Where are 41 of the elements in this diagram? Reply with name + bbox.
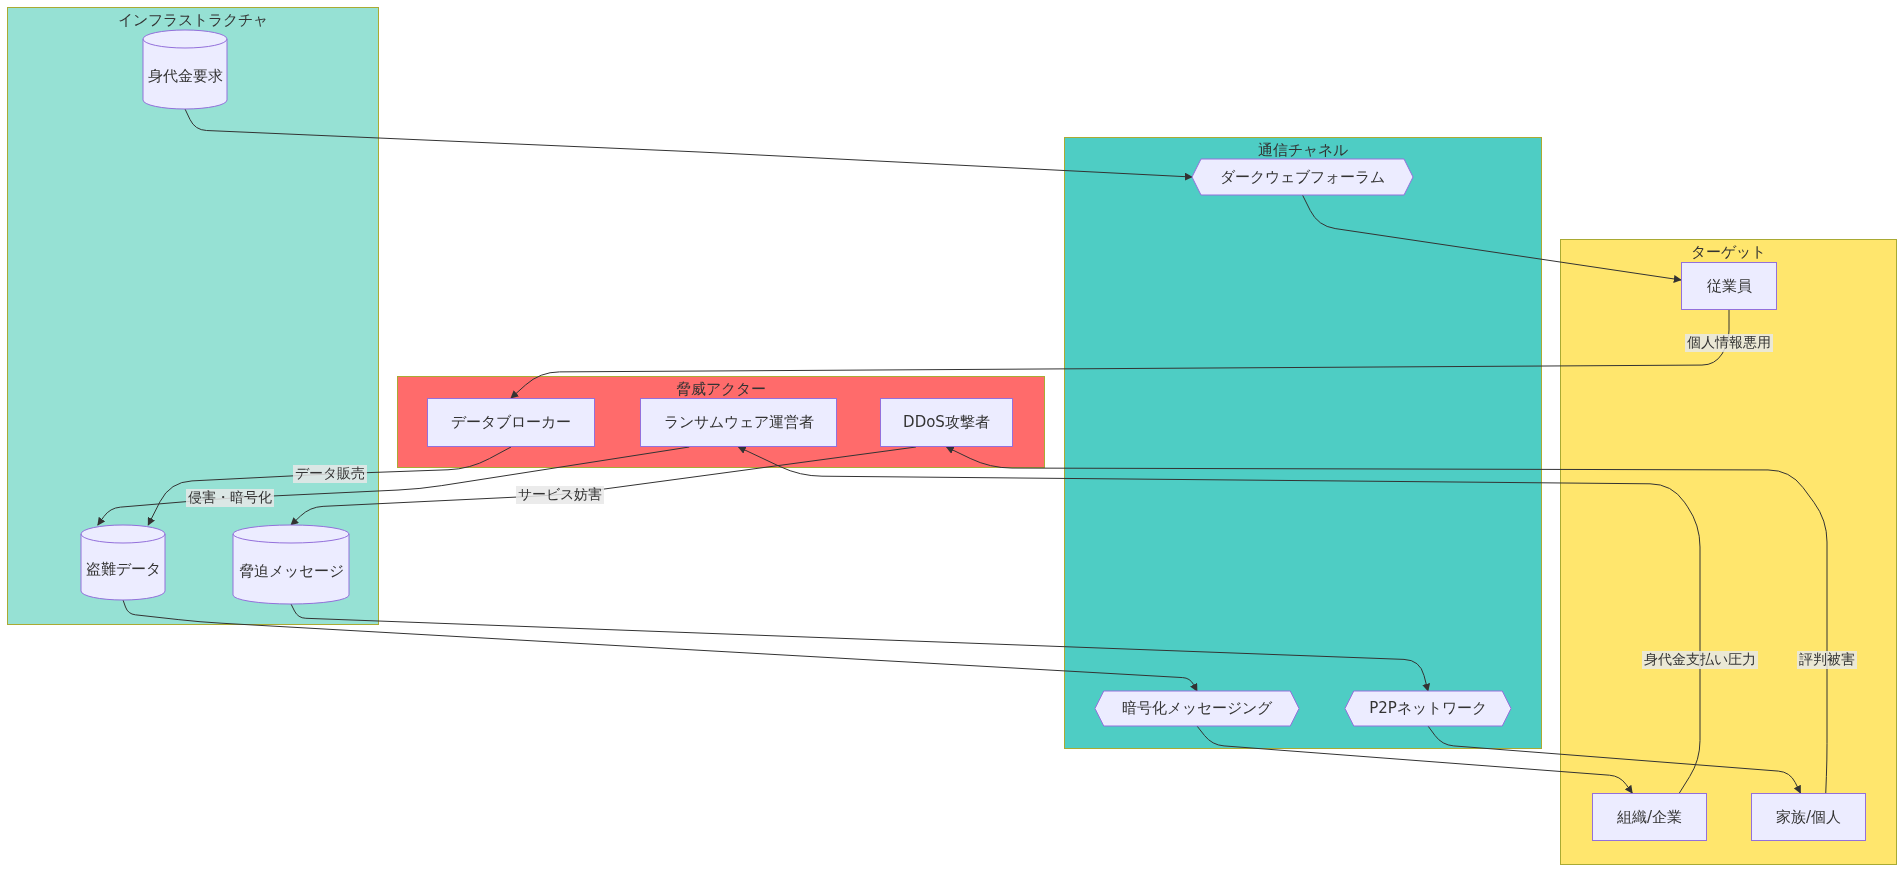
arrow bbox=[510, 309, 1730, 399]
group-title: 脅威アクター bbox=[676, 380, 766, 399]
arrow bbox=[945, 446, 1828, 794]
edge-label: 評判被害 bbox=[1797, 651, 1857, 669]
group-panel bbox=[1064, 137, 1542, 749]
process-box bbox=[880, 398, 1013, 447]
group-panel bbox=[397, 376, 1045, 468]
node-label: 組織/企業 bbox=[1616, 807, 1683, 827]
node-label: 盗難データ bbox=[85, 560, 161, 579]
node-label: P2Pネットワーク bbox=[1369, 699, 1487, 718]
edge-label: データ販売 bbox=[293, 465, 367, 483]
group-panel bbox=[7, 7, 379, 625]
node-label: 暗号化メッセージング bbox=[1122, 699, 1272, 718]
edge-label: 身代金支払い圧力 bbox=[1642, 651, 1758, 669]
arrow bbox=[122, 599, 1198, 692]
edge-label: 個人情報悪用 bbox=[1685, 334, 1773, 352]
node-label: 従業員 bbox=[1706, 276, 1752, 296]
arrow bbox=[1427, 725, 1801, 794]
group-panel bbox=[1560, 239, 1897, 865]
node-label: ランサムウェア運営者 bbox=[663, 413, 814, 432]
node-label: 家族/個人 bbox=[1775, 807, 1842, 827]
group-title: ターゲット bbox=[1691, 243, 1766, 262]
edge-label: 侵害・暗号化 bbox=[186, 489, 274, 507]
node-label: データブローカー bbox=[451, 413, 571, 432]
group-title: インフラストラクチャ bbox=[118, 11, 268, 30]
group-title: 通信チャネル bbox=[1258, 141, 1348, 160]
node-label: DDoS攻撃者 bbox=[903, 413, 990, 432]
node-label: 脅迫メッセージ bbox=[238, 562, 344, 581]
process-box bbox=[1751, 793, 1866, 841]
process-box bbox=[640, 398, 837, 447]
process-box bbox=[1681, 262, 1777, 310]
edge-label: サービス妨害 bbox=[516, 486, 604, 504]
process-box bbox=[427, 398, 595, 447]
node-label: 身代金要求 bbox=[147, 67, 223, 86]
arrow bbox=[737, 446, 1701, 794]
process-box bbox=[1592, 793, 1707, 841]
arrow bbox=[290, 603, 1431, 692]
arrow bbox=[1196, 725, 1633, 794]
arrow bbox=[1302, 194, 1682, 283]
arrow bbox=[184, 108, 1193, 181]
node-label: ダークウェブフォーラム bbox=[1220, 167, 1385, 187]
